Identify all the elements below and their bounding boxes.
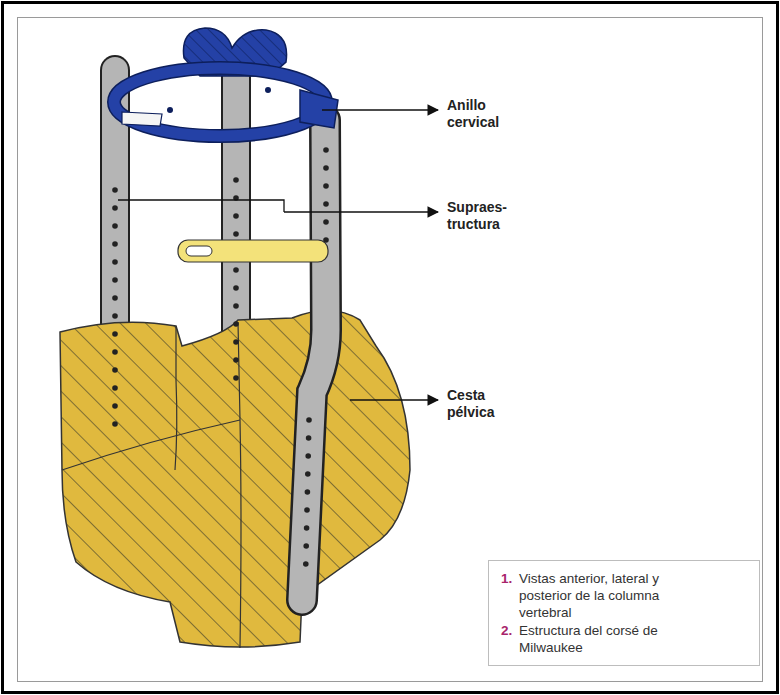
bar-hole: [112, 349, 118, 355]
pelvic-basket: [60, 310, 410, 648]
bar-hole: [306, 417, 312, 423]
bar-hole: [112, 295, 118, 301]
bar-hole: [323, 147, 329, 153]
bar-hole: [112, 367, 118, 373]
bar-hole: [323, 219, 329, 225]
bar-hole: [303, 561, 309, 567]
bar-hole: [112, 241, 118, 247]
part-label: Supraes- tructura: [447, 199, 531, 233]
bar-hole: [112, 223, 118, 229]
bar-hole: [304, 525, 310, 531]
bar-hole: [233, 231, 239, 237]
bar-hole: [233, 339, 239, 345]
bar-hole: [233, 213, 239, 219]
bar-hole: [233, 357, 239, 363]
bar-hole: [112, 277, 118, 283]
part-label: Cesta pélvica: [447, 387, 531, 421]
bar-hole: [112, 259, 118, 265]
item-text: Vistas anterior, lateral y posterior de …: [519, 570, 709, 621]
bar-hole: [112, 331, 118, 337]
bar-hole: [303, 543, 309, 549]
thoracic-strap: [178, 240, 328, 262]
bar-hole: [233, 303, 239, 309]
item-text: Estructura del corsé de Milwaukee: [519, 622, 709, 656]
bar-hole: [305, 489, 311, 495]
front-bar: [302, 120, 326, 600]
bar-hole: [304, 507, 310, 513]
bar-hole: [233, 321, 239, 327]
bar-hole: [112, 385, 118, 391]
note-box: 1.Vistas anterior, lateral y posterior d…: [488, 560, 760, 666]
part-label: Anillo cervical: [447, 97, 531, 131]
bar-hole: [233, 285, 239, 291]
note-item: 1.Vistas anterior, lateral y posterior d…: [501, 570, 751, 621]
bar-hole: [306, 435, 312, 441]
item-number: 2.: [501, 622, 519, 639]
bar-hole: [323, 165, 329, 171]
bar-hole: [112, 205, 118, 211]
bar-holes: [112, 147, 329, 567]
bar-hole: [112, 313, 118, 319]
bar-hole: [305, 453, 311, 459]
bar-hole: [112, 187, 118, 193]
leader-lines: [118, 110, 438, 400]
bar-hole: [233, 375, 239, 381]
bar-hole: [112, 421, 118, 427]
note-item: 2.Estructura del corsé de Milwaukee: [501, 622, 751, 656]
item-number: 1.: [501, 570, 519, 587]
bar-hole: [233, 177, 239, 183]
bar-hole: [323, 201, 329, 207]
cervical-ring: [114, 28, 338, 136]
bar-hole: [305, 471, 311, 477]
bar-hole: [233, 267, 239, 273]
bar-hole: [323, 183, 329, 189]
bar-hole: [112, 403, 118, 409]
